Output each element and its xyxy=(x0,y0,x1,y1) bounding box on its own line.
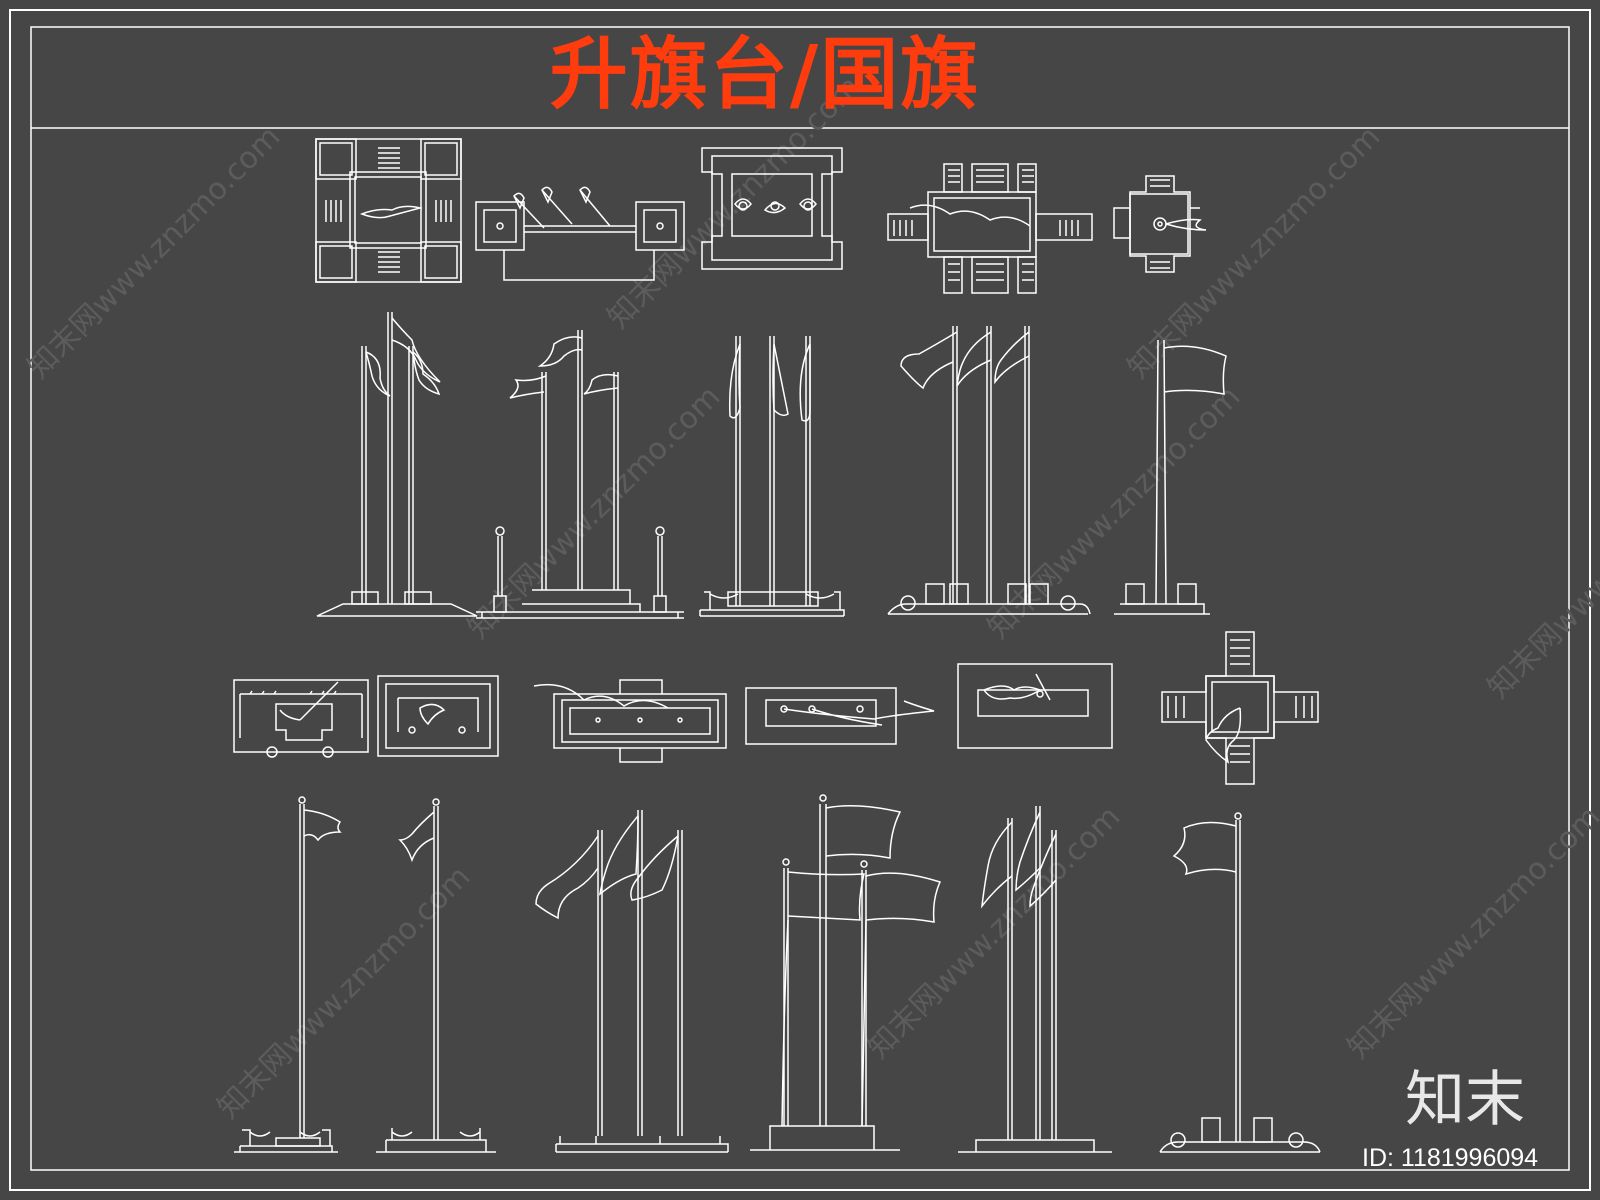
elevation-9-three-large-flags xyxy=(750,794,942,1151)
drawing-id: ID: 1181996094 xyxy=(1362,1144,1539,1172)
plan-7-framed-platform xyxy=(377,675,499,757)
plan-6-rect-with-chains xyxy=(233,679,369,758)
elevation-5-single-pole xyxy=(1114,339,1227,615)
plan-9-narrow-platform xyxy=(745,687,935,745)
plan-4-long-platform-with-stairs xyxy=(887,163,1093,294)
elevation-3-three-poles-rope xyxy=(699,336,845,617)
brand-logo: 知末 xyxy=(1405,1065,1525,1135)
plan-1-symmetric-stairs xyxy=(315,138,462,283)
elevation-8-three-poles-waving xyxy=(535,810,729,1153)
elevation-4-three-poles-lions xyxy=(887,326,1091,615)
elevation-2-poles-with-lamps xyxy=(476,330,684,619)
inner-frame xyxy=(30,26,1570,1171)
outer-frame xyxy=(9,9,1591,1191)
elevation-7-single-pole-banner xyxy=(376,798,496,1153)
plan-8-bordered-platform xyxy=(533,679,727,763)
plan-11-cross-stairs xyxy=(1161,631,1319,785)
elevation-1-three-poles xyxy=(316,312,478,617)
plan-10-rect-single xyxy=(957,663,1113,749)
plan-5-single-pole-cross xyxy=(1113,175,1207,273)
elevation-6-single-pole-rope xyxy=(234,796,342,1153)
sheet-title: 升旗台/国旗 xyxy=(549,30,981,120)
elevation-10-two-poles xyxy=(958,806,1112,1153)
elevation-11-single-pole-lions xyxy=(1159,812,1321,1153)
plan-2-triple-pole-base xyxy=(475,186,685,281)
plan-3-stepped-platform xyxy=(701,147,843,270)
